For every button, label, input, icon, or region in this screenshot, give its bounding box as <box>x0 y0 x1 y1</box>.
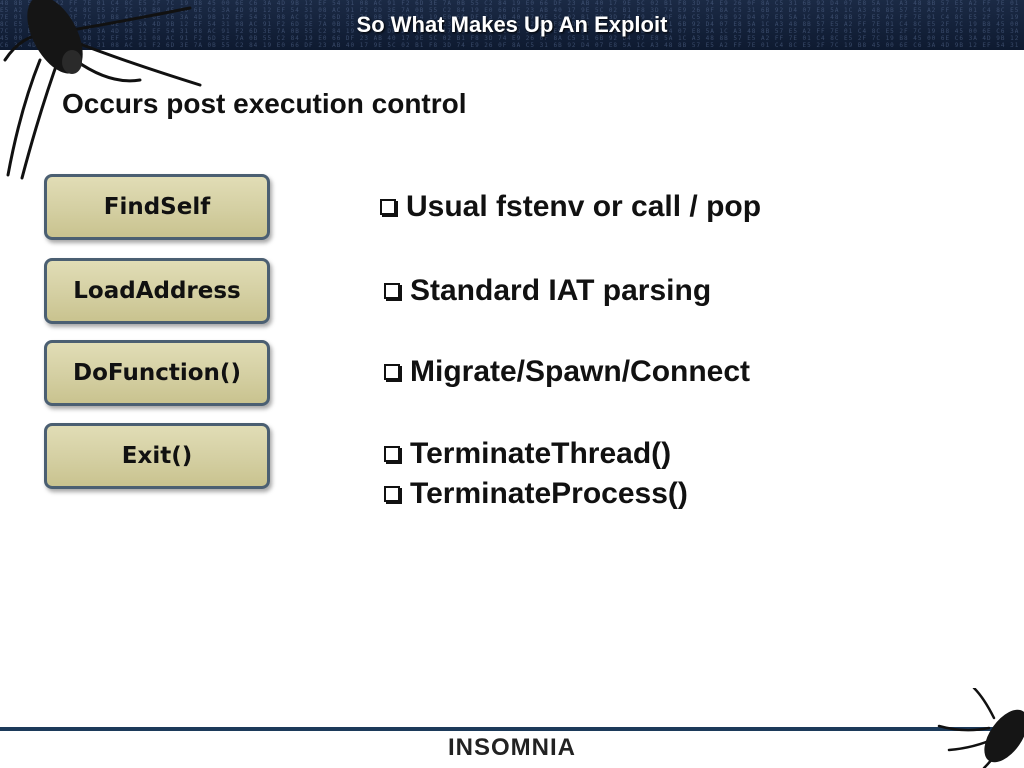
footer-logo: INSOMNIA <box>448 734 576 761</box>
bullet-item: TerminateProcess() <box>384 477 688 511</box>
footer-divider <box>0 727 1024 731</box>
checkbox-square-icon <box>384 283 400 299</box>
bullet-item: Standard IAT parsing <box>384 274 711 308</box>
checkbox-square-icon <box>384 486 400 502</box>
cockroach-icon <box>3 0 202 180</box>
step-dofunction-button[interactable]: DoFunction() <box>44 340 270 406</box>
bullet-item: Usual fstenv or call / pop <box>380 190 761 224</box>
bullet-text: Usual fstenv or call / pop <box>406 190 762 223</box>
slide-header: 48 8B 57 E5 A2 FF 7E 01 C4 8C E5 2F 7C 1… <box>0 0 1024 50</box>
checkbox-square-icon <box>384 364 400 380</box>
step-findself-button[interactable]: FindSelf <box>44 174 270 240</box>
step-loadaddress-button[interactable]: LoadAddress <box>44 258 270 324</box>
bullet-text: TerminateThread() <box>410 437 672 470</box>
checkbox-square-icon <box>384 446 400 462</box>
bullet-text: Standard IAT parsing <box>410 274 712 307</box>
slide-title: So What Makes Up An Exploit <box>356 12 668 37</box>
bullet-text: Migrate/Spawn/Connect <box>410 355 751 388</box>
hex-dump-background: 48 8B 57 E5 A2 FF 7E 01 C4 8C E5 2F 7C 1… <box>0 0 1024 49</box>
checkbox-square-icon <box>380 199 396 215</box>
bullet-text: TerminateProcess() <box>410 477 688 510</box>
bullet-item: TerminateThread() <box>384 437 671 471</box>
section-subtitle: Occurs post execution control <box>62 88 467 119</box>
bullet-item: Migrate/Spawn/Connect <box>384 355 750 389</box>
step-exit-button[interactable]: Exit() <box>44 423 270 489</box>
cockroach-icon <box>937 688 1024 768</box>
